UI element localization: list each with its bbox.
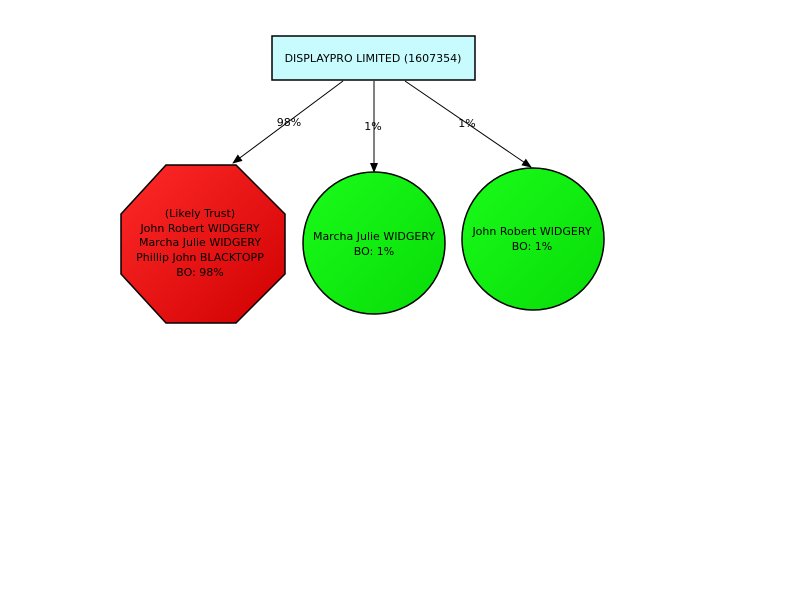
- edge-to-marcha-widgery: 1%: [364, 81, 382, 173]
- root-box: [271, 35, 476, 81]
- node-likely-trust[interactable]: (Likely Trust) John Robert WIDGERY March…: [120, 164, 286, 324]
- trust-line-2: John Robert WIDGERY: [139, 222, 259, 235]
- octagon-shape: [120, 164, 286, 324]
- edge-to-likely-trust: 98%: [232, 80, 344, 164]
- circle-shape: [461, 167, 605, 311]
- node-john-robert-widgery[interactable]: John Robert WIDGERY BO: 1%: [461, 167, 605, 311]
- trust-line-5: BO: 98%: [176, 266, 223, 279]
- john-name: John Robert WIDGERY: [471, 225, 591, 238]
- edge-line: [232, 80, 344, 164]
- trust-line-4: Phillip John BLACKTOPP: [136, 251, 264, 264]
- marcha-name: Marcha Julie WIDGERY: [313, 230, 435, 243]
- edge-line: [404, 80, 532, 168]
- edge-to-john-widgery: 1%: [404, 80, 532, 168]
- trust-line-3: Marcha Julie WIDGERY: [139, 236, 261, 249]
- trust-line-1: (Likely Trust): [165, 207, 235, 220]
- root-label: DISPLAYPRO LIMITED (1607354): [285, 52, 462, 65]
- john-bo: BO: 1%: [512, 240, 552, 253]
- edge-label-98: 98%: [277, 116, 301, 129]
- marcha-bo: BO: 1%: [354, 245, 394, 258]
- circle-shape: [302, 171, 446, 315]
- node-marcha-julie-widgery[interactable]: Marcha Julie WIDGERY BO: 1%: [302, 171, 446, 315]
- edge-label-1-center: 1%: [364, 120, 381, 133]
- node-displaypro-limited[interactable]: DISPLAYPRO LIMITED (1607354): [271, 35, 476, 81]
- edge-label-1-right: 1%: [458, 117, 475, 130]
